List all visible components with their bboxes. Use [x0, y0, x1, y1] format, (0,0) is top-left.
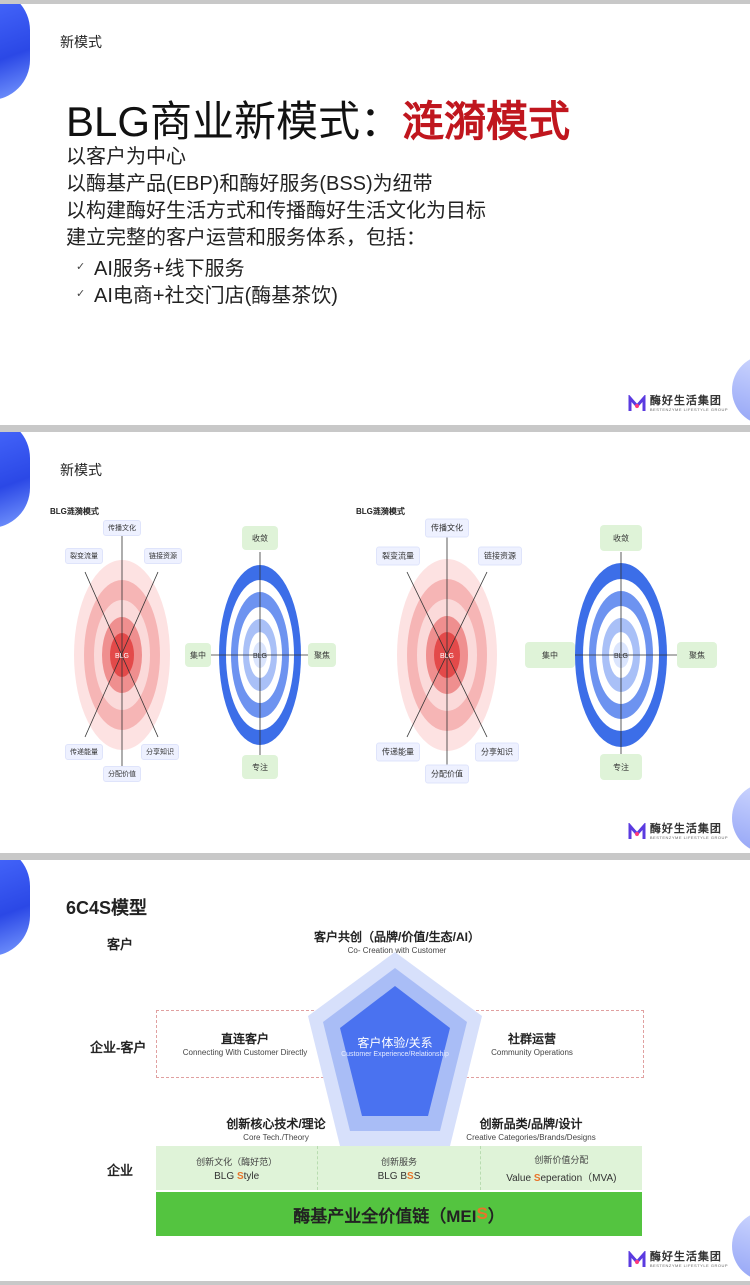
list-item: ✓ AI电商+社交门店(酶基茶饮) — [76, 279, 338, 308]
direct-customer-title: 直连客户 — [220, 1032, 270, 1046]
list-item-label: AI电商+社交门店(酶基茶饮) — [94, 285, 338, 307]
svg-text:BLG: BLG — [115, 653, 129, 660]
corner-decoration — [732, 1211, 750, 1281]
list-item: ✓ AI服务+线下服务 — [76, 252, 245, 281]
category-subtitle: Creative Categories/Brands/Designs — [466, 1133, 596, 1142]
ripple-label: 传递能量 — [65, 744, 103, 760]
cell-title: 创新服务 — [380, 1156, 417, 1167]
cell-code: Value Seperation（MVA) — [506, 1172, 617, 1184]
core-tech-title: 创新核心技术/理论 — [226, 1117, 326, 1131]
corner-decoration — [732, 783, 750, 853]
category-title: 创新品类/品牌/设计 — [479, 1117, 583, 1131]
ripple-label: 分享知识 — [475, 742, 519, 762]
cell-title: 创新价值分配 — [534, 1154, 589, 1165]
brand-logo: 酶好生活集团 BESTENZYME LIFESTYLE GROUP — [628, 823, 728, 841]
corner-decoration — [0, 432, 30, 528]
cell-title: 创新文化（酶好范） — [196, 1156, 278, 1167]
diagram-title: BLG涟漪模式 — [356, 507, 405, 516]
slide-title: BLG商业新模式：涟漪模式 — [66, 88, 570, 149]
cell-code: BLG Style — [214, 1170, 260, 1182]
innovation-cell: 创新价值分配 Value Seperation（MVA) — [481, 1146, 642, 1190]
logo-mark-icon — [628, 395, 646, 411]
focus-diagram: BLG — [561, 552, 686, 762]
logo-name-en: BESTENZYME LIFESTYLE GROUP — [649, 407, 728, 412]
ripple-label: 链接资源 — [478, 546, 522, 566]
slide-1: 新模式 BLG商业新模式：涟漪模式 以客户为中心 以酶基产品(EBP)和酶好服务… — [0, 4, 750, 425]
focus-label: 收敛 — [600, 525, 642, 551]
svg-text:BLG: BLG — [440, 653, 454, 660]
ripple-label: 裂变流量 — [376, 546, 420, 566]
list-item-label: AI服务+线下服务 — [94, 258, 245, 280]
body-lines: 以客户为中心 以酶基产品(EBP)和酶好服务(BSS)为纽带 以构建酶好生活方式… — [66, 144, 486, 252]
check-icon: ✓ — [76, 288, 86, 300]
body-line: 建立完整的客户运营和服务体系，包括： — [66, 227, 426, 249]
focus-label: 收敛 — [242, 526, 278, 550]
focus-label: 聚焦 — [308, 643, 336, 667]
community-subtitle: Community Operations — [491, 1048, 573, 1057]
section-title: 新模式 — [60, 34, 102, 50]
focus-label: 集中 — [185, 643, 211, 667]
logo-name-cn: 酶好生活集团 — [649, 1251, 722, 1263]
ripple-diagram: BLG — [397, 532, 497, 777]
slide-3: 6C4S模型 客户 企业-客户 企业 客户共创（品牌/价值/生态/AI） Co-… — [0, 860, 750, 1281]
focus-label: 专注 — [600, 754, 642, 780]
core-experience-subtitle: Customer Experience/Relationship — [341, 1051, 449, 1058]
corner-decoration — [0, 860, 30, 956]
logo-name-en: BESTENZYME LIFESTYLE GROUP — [649, 1263, 728, 1268]
logo-name-cn: 酶好生活集团 — [649, 395, 722, 407]
svg-text:BLG: BLG — [253, 653, 267, 660]
innovation-cell: 创新服务 BLG BSS — [318, 1146, 481, 1190]
ripple-diagram: BLG — [74, 532, 170, 777]
ripple-label: 裂变流量 — [65, 548, 103, 564]
body-line: 以客户为中心 — [66, 146, 186, 168]
experience-pentagon — [308, 952, 482, 1146]
ripple-label: 传递能量 — [376, 742, 420, 762]
slide-title: 6C4S模型 — [66, 898, 148, 918]
ripple-label: 分享知识 — [141, 744, 179, 760]
focus-label: 专注 — [242, 755, 278, 779]
row-label: 客户 — [107, 937, 134, 952]
logo-name-en: BESTENZYME LIFESTYLE GROUP — [649, 835, 728, 840]
ripple-label: 分配价值 — [425, 764, 469, 784]
core-tech-subtitle: Core Tech./Theory — [243, 1133, 309, 1142]
check-icon: ✓ — [76, 261, 86, 273]
ripple-label: 传播文化 — [103, 520, 141, 536]
focus-diagram: BLG — [200, 552, 325, 762]
direct-customer-subtitle: Connecting With Customer Directly — [182, 1048, 308, 1057]
brand-logo: 酶好生活集团 BESTENZYME LIFESTYLE GROUP — [628, 1251, 728, 1269]
brand-logo: 酶好生活集团 BESTENZYME LIFESTYLE GROUP — [628, 395, 728, 413]
innovation-row: 创新文化（酶好范） BLG Style 创新服务 BLG BSS 创新价值分配 … — [156, 1146, 642, 1190]
corner-decoration — [732, 355, 750, 425]
co-creation-title: 客户共创（品牌/价值/生态/AI） — [313, 930, 481, 944]
ripple-label: 传播文化 — [425, 518, 469, 538]
cell-code: BLG BSS — [377, 1170, 421, 1182]
row-label: 企业 — [107, 1163, 134, 1178]
title-highlight: 涟漪模式 — [402, 98, 571, 145]
logo-mark-icon — [628, 1251, 646, 1267]
svg-text:BLG: BLG — [614, 653, 628, 660]
community-title: 社群运营 — [507, 1032, 557, 1046]
co-creation-subtitle: Co- Creation with Customer — [347, 946, 447, 955]
focus-label: 集中 — [525, 642, 575, 668]
ripple-label: 链接资源 — [144, 548, 182, 564]
logo-mark-icon — [628, 823, 646, 839]
slide-2: 新模式 BLG涟漪模式 BLG 传播文化 裂变流量 链接资源 传递能量 分享知识… — [0, 432, 750, 853]
body-line: 以酶基产品(EBP)和酶好服务(BSS)为纽带 — [66, 173, 433, 195]
diagram-title: BLG涟漪模式 — [50, 507, 99, 516]
title-prefix: BLG商业新模式： — [66, 98, 403, 145]
focus-label: 聚焦 — [677, 642, 717, 668]
core-experience-title: 客户体验/关系 — [357, 1036, 433, 1050]
body-line: 以构建酶好生活方式和传播酶好生活文化为目标 — [66, 200, 486, 222]
section-title: 新模式 — [60, 462, 102, 478]
ripple-label: 分配价值 — [103, 766, 141, 782]
corner-decoration — [0, 4, 30, 100]
row-label: 企业-客户 — [90, 1040, 147, 1055]
innovation-cell: 创新文化（酶好范） BLG Style — [156, 1146, 319, 1190]
logo-name-cn: 酶好生活集团 — [649, 823, 722, 835]
